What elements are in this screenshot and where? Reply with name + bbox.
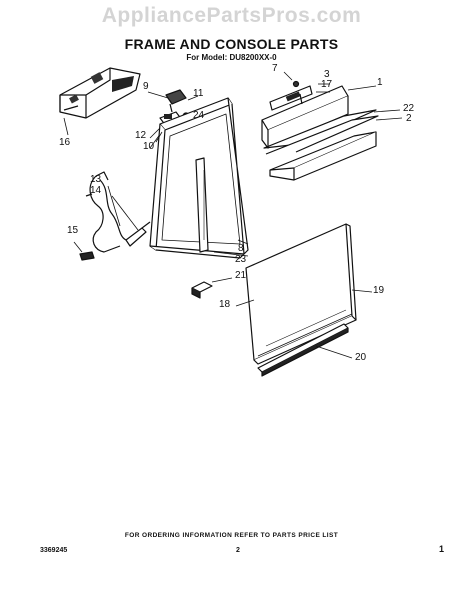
callout-13: 13 (90, 174, 102, 185)
callout-22: 22 (403, 103, 415, 114)
ordering-note: FOR ORDERING INFORMATION REFER TO PARTS … (124, 532, 339, 539)
callout-11: 11 (193, 88, 204, 99)
callout-17: 17 (321, 79, 333, 90)
callout-10: 10 (143, 141, 155, 152)
wire-harness (73, 171, 151, 261)
part-16-module (59, 67, 141, 136)
callout-8: 8 (238, 243, 244, 254)
page-number: 2 (236, 547, 240, 554)
callout-19: 19 (373, 285, 385, 296)
callout-9: 9 (143, 81, 149, 92)
callout-23: 23 (235, 254, 247, 265)
part-21-bracket (191, 277, 233, 299)
callout-15: 15 (67, 225, 79, 236)
callout-7: 7 (272, 63, 278, 74)
callout-1: 1 (377, 77, 383, 88)
callout-20: 20 (355, 352, 367, 363)
callout-2: 2 (406, 113, 412, 124)
callout-16: 16 (59, 137, 71, 148)
callout-14: 14 (90, 185, 102, 196)
callout-24: 24 (193, 110, 205, 121)
callout-3: 3 (324, 69, 330, 80)
document-number: 3369245 (40, 547, 68, 554)
watermark: AppliancePartsPros.com (101, 4, 362, 27)
callout-21: 21 (235, 270, 247, 281)
page-title: FRAME AND CONSOLE PARTS (124, 36, 339, 52)
model-number: For Model: DU8200XX-0 (186, 53, 277, 62)
console-panel (261, 71, 403, 181)
outer-door-panel (235, 223, 373, 365)
callout-18: 18 (219, 299, 231, 310)
part-20-trim (257, 323, 353, 377)
door-frame (149, 97, 249, 259)
corner-mark: 1 (439, 544, 445, 554)
callout-12: 12 (135, 130, 147, 141)
